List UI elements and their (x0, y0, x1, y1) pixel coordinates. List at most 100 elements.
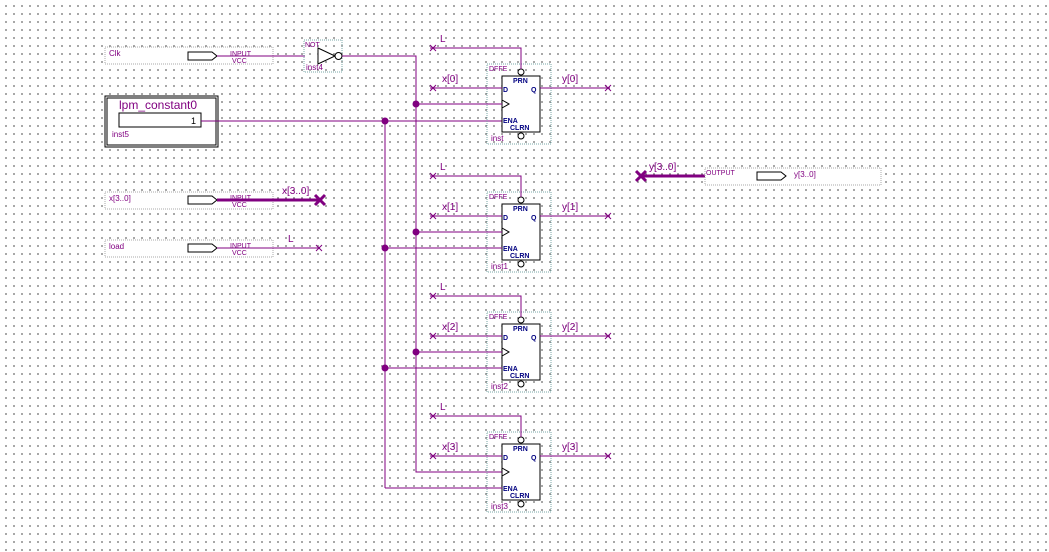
dffe-inst3[interactable]: DFFE PRN D Q ENA CLRN inst3 (486, 431, 552, 513)
dffe-inst1-q-net: y[1] (562, 202, 578, 213)
clk-pin-name: Clk (109, 49, 122, 58)
dffe-inst2-clrn-bubble (517, 380, 525, 388)
not-gate-triangle (317, 47, 337, 65)
dffe-inst1-prn-net: L (440, 162, 446, 173)
dffe-inst0[interactable]: DFFE PRN D Q ENA CLRN inst (486, 63, 552, 145)
dffe-inst3-frame (486, 431, 552, 513)
dffe-inst0-ena-label: ENA (503, 118, 518, 125)
clock-net-wire (342, 55, 502, 473)
not-gate-instance: inst4 (306, 63, 323, 72)
dffe-inst3-q-net: y[3] (562, 442, 578, 453)
load-pin-type: INPUT (230, 243, 252, 250)
y-bus-end-mark (634, 169, 648, 183)
dffe-inst2-instance: inst2 (491, 382, 508, 391)
dffe-inst2-q-label: Q (531, 335, 537, 342)
dffe-inst0-prn-net: L (440, 34, 446, 45)
load-pin-symbol (187, 243, 218, 253)
load-net-label: L (288, 234, 294, 245)
lpm-constant-name: lpm_constant0 (119, 98, 197, 112)
not-gate-bubble (334, 52, 343, 60)
x-input-pin[interactable]: x[3..0] INPUT VCC (104, 191, 274, 210)
dffe-inst1[interactable]: DFFE PRN D Q ENA CLRN inst1 (486, 191, 552, 273)
dffe-inst1-q-label: Q (531, 215, 537, 222)
dffe-inst3-instance: inst3 (491, 502, 508, 511)
junction-clock-2 (412, 348, 420, 356)
dffe-inst2-prn-bubble (517, 316, 525, 324)
x-bus-end-mark (313, 193, 327, 207)
dffe-inst1-d-end-mark (429, 212, 437, 220)
lpm-constant-instance: inst5 (112, 130, 129, 139)
dffe-inst3-clock-mark (501, 467, 511, 477)
dffe-inst1-prn-end-mark (429, 172, 437, 180)
dffe-inst0-d-label: D (503, 87, 508, 94)
dffe-inst3-d-label: D (503, 455, 508, 462)
dffe-inst1-prn-label: PRN (513, 206, 528, 213)
dffe-inst3-prn-bubble (517, 436, 525, 444)
dffe-inst0-prn-bubble (517, 68, 525, 76)
dffe-inst0-clock-mark (501, 99, 511, 109)
dffe-inst0-prn-label: PRN (513, 78, 528, 85)
dffe-inst2-clock-mark (501, 347, 511, 357)
x-pin-default: VCC (232, 202, 247, 209)
dffe-inst1-prn-wire (430, 175, 522, 197)
load-pin-default: VCC (232, 250, 247, 257)
not-gate[interactable]: NOT inst4 (303, 39, 343, 73)
dffe-inst0-d-end-mark (429, 84, 437, 92)
y-pin-symbol (756, 171, 787, 181)
dffe-inst3-d-end-mark (429, 452, 437, 460)
dffe-inst2-q-net: y[2] (562, 322, 578, 333)
dffe-inst1-clrn-bubble (517, 260, 525, 268)
dffe-inst1-d-net: x[1] (442, 202, 458, 213)
clk-pin-type: INPUT (230, 51, 252, 58)
x-pin-name: x[3..0] (109, 194, 131, 203)
dffe-inst0-clrn-bubble (517, 132, 525, 140)
x-bus-label: x[3..0] (282, 186, 309, 197)
junction-clock-1 (412, 228, 420, 236)
dffe-inst2-clrn-label: CLRN (510, 373, 529, 380)
dffe-inst2-ena-label: ENA (503, 366, 518, 373)
dffe-inst3-type: DFFE (489, 434, 508, 441)
lpm-constant-value: 1 (191, 116, 196, 126)
dffe-inst2-d-net: x[2] (442, 322, 458, 333)
dffe-inst1-d-label: D (503, 215, 508, 222)
dffe-inst0-d-net: x[0] (442, 74, 458, 85)
dffe-inst3-clrn-bubble (517, 500, 525, 508)
dffe-inst0-prn-end-mark (429, 44, 437, 52)
load-input-pin[interactable]: load INPUT VCC (104, 239, 274, 258)
dffe-inst3-q-label: Q (531, 455, 537, 462)
clk-input-pin[interactable]: Clk INPUT VCC (104, 46, 274, 65)
y-pin-frame (704, 167, 882, 186)
y-pin-name: y[3..0] (794, 170, 816, 179)
junction-enable-top (381, 117, 389, 125)
lpm-constant-value-box (118, 112, 202, 128)
dffe-inst2[interactable]: DFFE PRN D Q ENA CLRN inst2 (486, 311, 552, 393)
not-gate-type: NOT (305, 42, 321, 49)
dffe-inst1-instance: inst1 (491, 262, 508, 271)
junction-clock-0 (412, 100, 420, 108)
dffe-inst1-clock-mark (501, 227, 511, 237)
junction-enable-1 (381, 244, 389, 252)
y-output-pin[interactable]: OUTPUT y[3..0] (704, 167, 882, 186)
dffe-inst0-type: DFFE (489, 66, 508, 73)
dffe-inst2-prn-wire (430, 295, 522, 317)
dffe-inst1-type: DFFE (489, 194, 508, 201)
dffe-inst0-clrn-label: CLRN (510, 125, 529, 132)
dffe-inst0-q-label: Q (531, 87, 537, 94)
dffe-inst3-prn-label: PRN (513, 446, 528, 453)
dffe-inst3-prn-wire (430, 415, 522, 437)
dffe-inst2-prn-label: PRN (513, 326, 528, 333)
dffe-inst2-q-end-mark (604, 332, 612, 340)
y-pin-type: OUTPUT (706, 170, 736, 177)
dffe-inst0-prn-wire (430, 47, 522, 69)
dffe-inst0-q-end-mark (604, 84, 612, 92)
dffe-inst2-d-end-mark (429, 332, 437, 340)
dffe-inst1-prn-bubble (517, 196, 525, 204)
dffe-inst3-d-net: x[3] (442, 442, 458, 453)
dffe-inst2-type: DFFE (489, 314, 508, 321)
clk-pin-symbol (187, 51, 218, 61)
clk-pin-default: VCC (232, 58, 247, 65)
dffe-inst2-prn-net: L (440, 282, 446, 293)
dffe-inst3-prn-end-mark (429, 412, 437, 420)
load-pin-name: load (109, 242, 124, 251)
